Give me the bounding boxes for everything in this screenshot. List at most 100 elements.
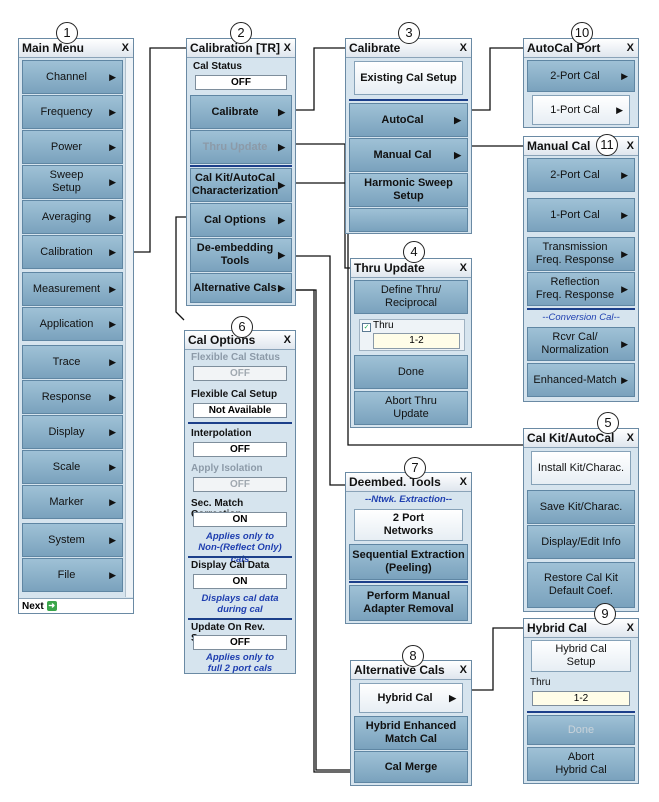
- rcvr-cal-normalization-button[interactable]: Rcvr Cal/ Normalization: [527, 327, 635, 361]
- empty-softkey: [349, 208, 468, 232]
- thru-update-button[interactable]: Thru Update: [190, 130, 292, 164]
- menu-item-marker[interactable]: Marker: [22, 485, 123, 519]
- close-icon[interactable]: X: [121, 42, 129, 54]
- separator: [527, 308, 635, 310]
- perform-manual-adapter-removal-button[interactable]: Perform Manual Adapter Removal: [349, 585, 468, 621]
- menu-item-file[interactable]: File: [22, 558, 123, 592]
- close-icon[interactable]: X: [459, 664, 467, 676]
- done-button[interactable]: Done: [354, 355, 468, 389]
- close-icon[interactable]: X: [283, 42, 291, 54]
- callout-2: 2: [230, 22, 252, 44]
- transmission-freq-response-button[interactable]: Transmission Freq. Response: [527, 237, 635, 271]
- autocal-1-port-cal-button[interactable]: 1-Port Cal: [532, 95, 630, 125]
- sec-match-correction-value[interactable]: ON: [193, 512, 287, 527]
- cal-status-value: OFF: [195, 75, 287, 90]
- callout-3: 3: [398, 22, 420, 44]
- separator: [349, 581, 468, 583]
- interpolation-label: Interpolation: [191, 428, 252, 439]
- enhanced-match-button[interactable]: Enhanced-Match: [527, 363, 635, 397]
- menu-item-power[interactable]: Power: [22, 130, 123, 164]
- hybrid-thru-value[interactable]: 1-2: [532, 691, 630, 706]
- display-cal-data-value[interactable]: ON: [193, 574, 287, 589]
- close-icon[interactable]: X: [459, 42, 467, 54]
- separator: [188, 556, 292, 558]
- callout-9: 9: [594, 603, 616, 625]
- menu-item-frequency[interactable]: Frequency: [22, 95, 123, 129]
- sequential-extraction-button[interactable]: Sequential Extraction (Peeling): [349, 544, 468, 580]
- close-icon[interactable]: X: [283, 334, 291, 346]
- menu-item-measurement[interactable]: Measurement: [22, 272, 123, 306]
- close-icon[interactable]: X: [626, 622, 634, 634]
- menu-item-scale[interactable]: Scale: [22, 450, 123, 484]
- hybrid-enhanced-match-cal-button[interactable]: Hybrid Enhanced Match Cal: [354, 716, 468, 750]
- display-edit-info-button[interactable]: Display/Edit Info: [527, 525, 635, 559]
- manual-2-port-cal-button[interactable]: 2-Port Cal: [527, 158, 635, 192]
- main-menu-panel: Main Menu X Channel Frequency Power Swee…: [18, 38, 134, 614]
- hybrid-cal-panel: Hybrid Cal X Hybrid Cal Setup Thru 1-2 D…: [523, 618, 639, 784]
- abort-thru-update-button[interactable]: Abort Thru Update: [354, 391, 468, 425]
- existing-cal-setup-button[interactable]: Existing Cal Setup: [354, 61, 463, 95]
- de-embedding-tools-button[interactable]: De-embedding Tools: [190, 238, 292, 272]
- alternative-cals-title: Alternative Cals: [354, 663, 445, 677]
- next-button[interactable]: Next ➜: [19, 598, 133, 613]
- autocal-2-port-cal-button[interactable]: 2-Port Cal: [527, 60, 635, 92]
- update-on-rev-sweep-value[interactable]: OFF: [193, 635, 287, 650]
- callout-1: 1: [56, 22, 78, 44]
- cal-options-panel: Cal Options X Flexible Cal Status OFF Fl…: [184, 330, 296, 674]
- callout-11: 11: [596, 134, 618, 156]
- install-kit-charac-button[interactable]: Install Kit/Charac.: [531, 451, 631, 485]
- autocal-port-panel: AutoCal Port X 2-Port Cal 1-Port Cal: [523, 38, 639, 128]
- conversion-cal-label: --Conversion Cal--: [542, 312, 620, 323]
- menu-item-response[interactable]: Response: [22, 380, 123, 414]
- menu-item-trace[interactable]: Trace: [22, 345, 123, 379]
- hybrid-cal-setup-button[interactable]: Hybrid Cal Setup: [531, 640, 631, 672]
- close-icon[interactable]: X: [626, 432, 634, 444]
- 2-port-networks-button[interactable]: 2 Port Networks: [354, 509, 463, 541]
- hybrid-cal-title-bar: Hybrid Cal X: [524, 619, 638, 638]
- main-menu-scrollbar[interactable]: [125, 58, 133, 597]
- cal-options-button[interactable]: Cal Options: [190, 203, 292, 237]
- save-kit-charac-button[interactable]: Save Kit/Charac.: [527, 490, 635, 524]
- menu-item-display[interactable]: Display: [22, 415, 123, 449]
- menu-item-application[interactable]: Application: [22, 307, 123, 341]
- menu-item-averaging[interactable]: Averaging: [22, 200, 123, 234]
- thru-value[interactable]: 1-2: [373, 333, 460, 349]
- menu-item-sweep-setup[interactable]: Sweep Setup: [22, 165, 123, 199]
- abort-hybrid-cal-button[interactable]: Abort Hybrid Cal: [527, 747, 635, 781]
- menu-item-channel[interactable]: Channel: [22, 60, 123, 94]
- interpolation-value[interactable]: OFF: [193, 442, 287, 457]
- close-icon[interactable]: X: [626, 42, 634, 54]
- harmonic-sweep-setup-button[interactable]: Harmonic Sweep Setup: [349, 173, 468, 207]
- update-rev-note: Applies only to full 2 port cals: [205, 652, 275, 675]
- cal-merge-button[interactable]: Cal Merge: [354, 751, 468, 783]
- manual-cal-button[interactable]: Manual Cal: [349, 138, 468, 172]
- deembed-tools-title: Deembed. Tools: [349, 475, 441, 489]
- close-icon[interactable]: X: [459, 476, 467, 488]
- sec-match-note: Applies only to Non-(Reflect Only) cals: [198, 531, 282, 565]
- close-icon[interactable]: X: [626, 140, 634, 152]
- thru-label: Thru: [373, 320, 394, 331]
- calibrate-button[interactable]: Calibrate: [190, 95, 292, 129]
- reflection-freq-response-button[interactable]: Reflection Freq. Response: [527, 272, 635, 306]
- thru-update-title: Thru Update: [354, 261, 425, 275]
- autocal-button[interactable]: AutoCal: [349, 103, 468, 137]
- manual-1-port-cal-button[interactable]: 1-Port Cal: [527, 198, 635, 232]
- hybrid-cal-button[interactable]: Hybrid Cal: [359, 683, 463, 713]
- define-thru-reciprocal-button[interactable]: Define Thru/ Reciprocal: [354, 280, 468, 314]
- alternative-cals-button[interactable]: Alternative Cals: [190, 273, 292, 303]
- main-menu-title-bar: Main Menu X: [19, 39, 133, 58]
- display-cal-note: Displays cal data during cal: [201, 593, 279, 616]
- menu-item-system[interactable]: System: [22, 523, 123, 557]
- thru-checkbox[interactable]: ✓: [362, 323, 371, 332]
- close-icon[interactable]: X: [459, 262, 467, 274]
- cal-kit-autocal-button[interactable]: Cal Kit/AutoCal Characterization: [190, 168, 292, 202]
- calibrate-title-bar: Calibrate X: [346, 39, 471, 58]
- hybrid-done-button[interactable]: Done: [527, 715, 635, 745]
- autocal-port-title-bar: AutoCal Port X: [524, 39, 638, 58]
- callout-10: 10: [571, 22, 593, 44]
- hybrid-thru-label: Thru: [530, 677, 551, 688]
- alternative-cals-panel: Alternative Cals X Hybrid Cal Hybrid Enh…: [350, 660, 472, 786]
- restore-cal-kit-default-coef-button[interactable]: Restore Cal Kit Default Coef.: [527, 562, 635, 608]
- deembed-tools-panel: Deembed. Tools X --Ntwk. Extraction-- 2 …: [345, 472, 472, 624]
- menu-item-calibration[interactable]: Calibration: [22, 235, 123, 269]
